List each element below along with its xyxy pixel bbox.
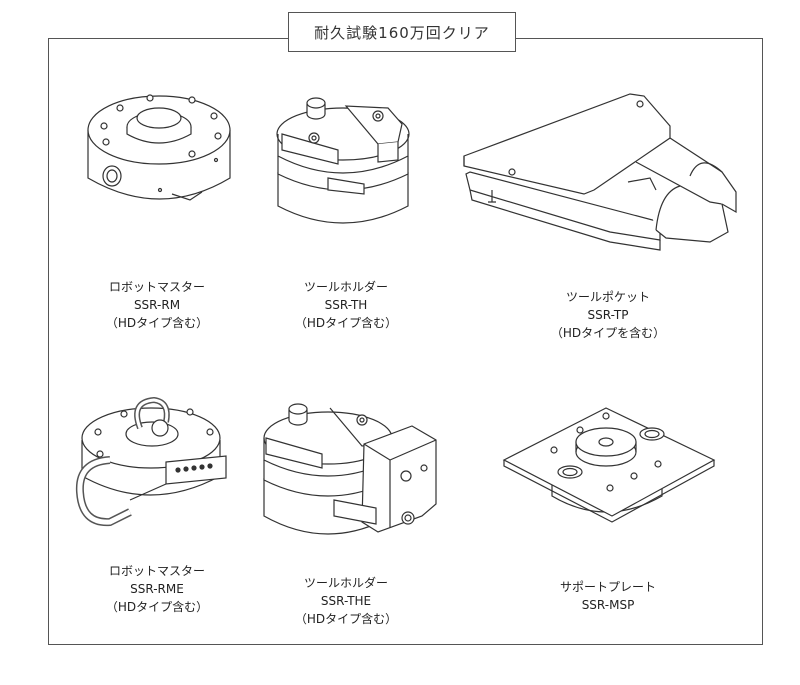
product-model: SSR-THE — [320, 594, 372, 608]
product-name: サポートプレート — [559, 580, 656, 594]
product-note: （HDタイプ含む） — [294, 612, 398, 626]
product-model: SSR-TH — [324, 298, 368, 312]
tool-pocket-illustration — [460, 82, 750, 262]
caption-ssr-the: ツールホルダー SSR-THE （HDタイプ含む） — [261, 574, 431, 628]
robot-master-illustration — [80, 82, 240, 212]
heading-box: 耐久試験160万回クリア — [288, 12, 516, 52]
product-name: ツールホルダー — [303, 280, 388, 294]
caption-ssr-rme: ロボットマスター SSR-RME （HDタイプ含む） — [72, 562, 242, 616]
caption-ssr-tp: ツールポケット SSR-TP （HDタイプを含む） — [523, 288, 693, 342]
product-name: ロボットマスター — [108, 280, 205, 294]
product-note: （HDタイプ含む） — [294, 316, 398, 330]
product-name: ツールポケット — [565, 290, 650, 304]
caption-ssr-th: ツールホルダー SSR-TH （HDタイプ含む） — [261, 278, 431, 332]
caption-ssr-msp: サポートプレート SSR-MSP — [523, 578, 693, 614]
product-model: SSR-MSP — [581, 598, 635, 612]
tool-holder-e-illustration — [258, 400, 448, 550]
tool-holder-illustration — [268, 94, 418, 234]
caption-ssr-rm: ロボットマスター SSR-RM （HDタイプ含む） — [72, 278, 242, 332]
product-name: ツールホルダー — [303, 576, 388, 590]
product-note: （HDタイプ含む） — [105, 600, 209, 614]
product-note: （HDタイプを含む） — [550, 326, 666, 340]
heading-text: 耐久試験160万回クリア — [314, 23, 490, 42]
product-model: SSR-RME — [130, 582, 184, 596]
product-name: ロボットマスター — [108, 564, 205, 578]
product-model: SSR-RM — [133, 298, 181, 312]
support-plate-illustration — [500, 404, 720, 524]
robot-master-e-illustration — [70, 392, 230, 542]
product-model: SSR-TP — [587, 308, 629, 322]
product-note: （HDタイプ含む） — [105, 316, 209, 330]
